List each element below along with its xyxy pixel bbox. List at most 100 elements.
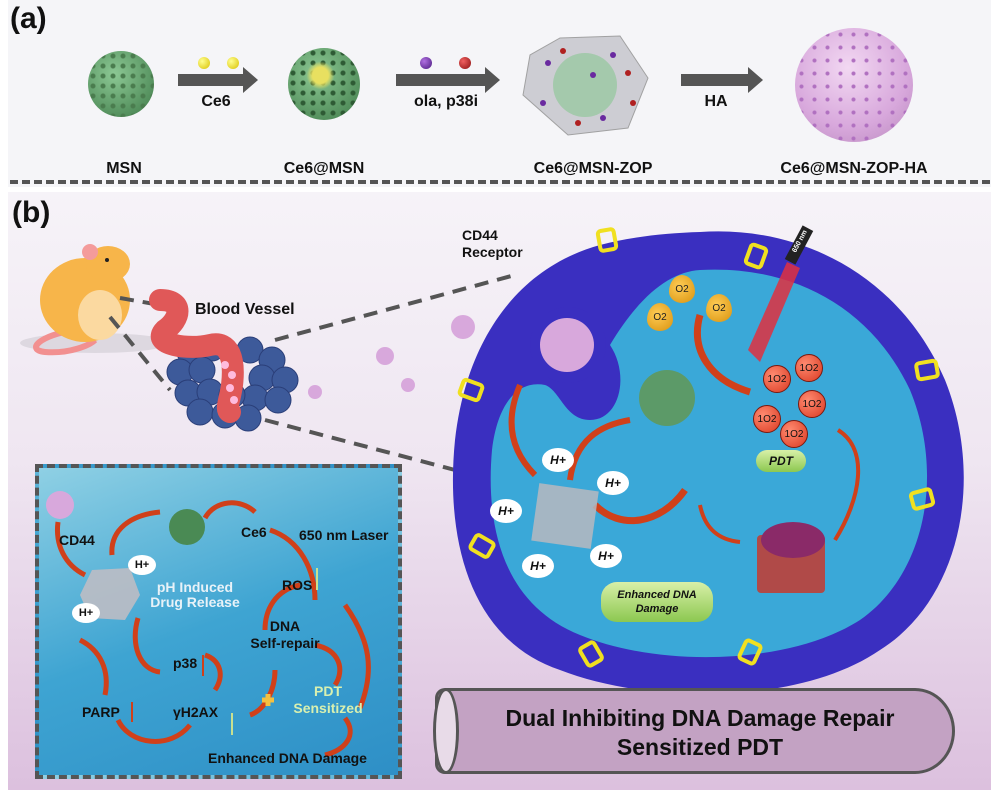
ola-dot	[600, 115, 606, 121]
mouse-tail	[33, 327, 98, 356]
msn-particle	[88, 51, 154, 117]
zoom-line	[108, 315, 172, 392]
flow-arrow	[204, 652, 223, 692]
stage-label-ce6-msn: Ce6@MSN	[283, 160, 365, 177]
inset-enhanced-damage: Enhanced DNA Damage	[208, 750, 367, 766]
flow-arrow	[248, 669, 278, 718]
proton-badge: H+	[590, 544, 622, 568]
damaged-nucleus-top	[761, 522, 825, 558]
p38i-molecule	[459, 57, 471, 69]
flow-arrow	[314, 642, 343, 687]
zop-core	[553, 53, 617, 117]
inset-cd44: CD44	[59, 532, 95, 548]
oxygen-molecule: O2	[706, 294, 732, 322]
singlet-oxygen: 1O2	[763, 365, 791, 393]
oxygen-molecule: O2	[647, 303, 673, 331]
ola-dot	[540, 100, 546, 106]
ha-nanoparticle	[46, 491, 74, 519]
flow-arrow	[115, 718, 192, 744]
singlet-oxygen: 1O2	[795, 354, 823, 382]
ola-dot	[545, 60, 551, 66]
mouse-eye	[105, 258, 109, 262]
flow-arrow	[54, 521, 87, 578]
flow-arrow	[693, 314, 752, 396]
zop-in-cell	[531, 483, 599, 549]
p38i-dot	[630, 100, 636, 106]
flow-arrow	[833, 428, 861, 542]
p38i-dot	[625, 70, 631, 76]
ha-nanoparticle	[451, 315, 475, 339]
msn-in-cell	[639, 370, 695, 426]
p38i-dot	[560, 48, 566, 54]
arrow-label-ce6: Ce6	[201, 93, 231, 110]
section-divider	[10, 180, 990, 184]
ce6-molecule	[227, 57, 239, 69]
flow-arrow	[262, 582, 301, 631]
arrow-label-ola-p38i: ola, p38i	[413, 93, 479, 110]
inset-h2ax: γH2AX	[173, 704, 219, 720]
flow-arrow	[324, 716, 353, 758]
flow-arrow	[508, 383, 538, 478]
mouse-ear	[82, 244, 98, 260]
panel-b-label: (b)	[12, 196, 51, 229]
mechanism-inset	[35, 464, 402, 779]
summary-tube-end	[433, 688, 459, 774]
arrow-ha	[681, 67, 763, 93]
flow-arrow	[698, 504, 741, 544]
proton-badge: H+	[597, 471, 629, 495]
flow-arrow	[567, 417, 631, 481]
proton-badge: H+	[490, 499, 522, 523]
flow-arrow	[342, 603, 371, 709]
msn-particle	[169, 509, 205, 545]
oxygen-molecule: O2	[669, 275, 695, 303]
ce6-molecule	[198, 57, 210, 69]
zoom-line	[274, 273, 516, 342]
blood-vessel	[149, 289, 244, 423]
laser-device	[784, 225, 814, 265]
ola-molecule	[420, 57, 432, 69]
inset-ros: ROS	[282, 577, 313, 593]
stage-label-ce6-msn-zop: Ce6@MSN-ZOP	[533, 160, 653, 177]
flow-arrow	[109, 509, 161, 556]
mouse-belly	[78, 290, 122, 340]
ha-nanoparticle	[308, 385, 322, 399]
ce6-msn-particle	[288, 48, 360, 120]
summary-tube	[435, 688, 955, 774]
stage-label-msn: MSN	[106, 160, 142, 177]
proton-badge: H+	[128, 555, 156, 575]
flow-arrow	[592, 487, 688, 524]
ola-dot	[590, 72, 596, 78]
proton-badge: H+	[522, 554, 554, 578]
flow-arrow	[132, 617, 161, 675]
ha-nanoparticle	[376, 347, 394, 365]
nanoparticle-in-vessel	[226, 384, 234, 392]
arrow-ola-p38i	[396, 67, 500, 93]
nanoparticle-in-vessel	[228, 371, 236, 379]
ha-coated-particle	[795, 28, 913, 142]
singlet-oxygen: 1O2	[798, 390, 826, 418]
panel-a-label: (a)	[10, 2, 47, 35]
singlet-oxygen: 1O2	[780, 420, 808, 448]
arrow-label-ha: HA	[704, 93, 728, 110]
singlet-oxygen: 1O2	[753, 405, 781, 433]
inset-ce6: Ce6	[241, 524, 267, 540]
nanoparticle-in-vessel	[221, 361, 229, 369]
inset-laser: 650 nm Laser	[299, 527, 389, 543]
inset-parp: PARP	[82, 704, 120, 720]
flow-arrow	[269, 527, 318, 601]
nanoparticle-in-vessel	[230, 396, 238, 404]
endocytosed-nanoparticle	[540, 318, 594, 372]
ola-dot	[610, 52, 616, 58]
zoom-line	[264, 418, 456, 472]
laser-beam	[748, 262, 800, 362]
blood-vessel-label: Blood Vessel	[195, 301, 295, 318]
proton-badge: H+	[72, 603, 100, 623]
ha-nanoparticle	[401, 378, 415, 392]
